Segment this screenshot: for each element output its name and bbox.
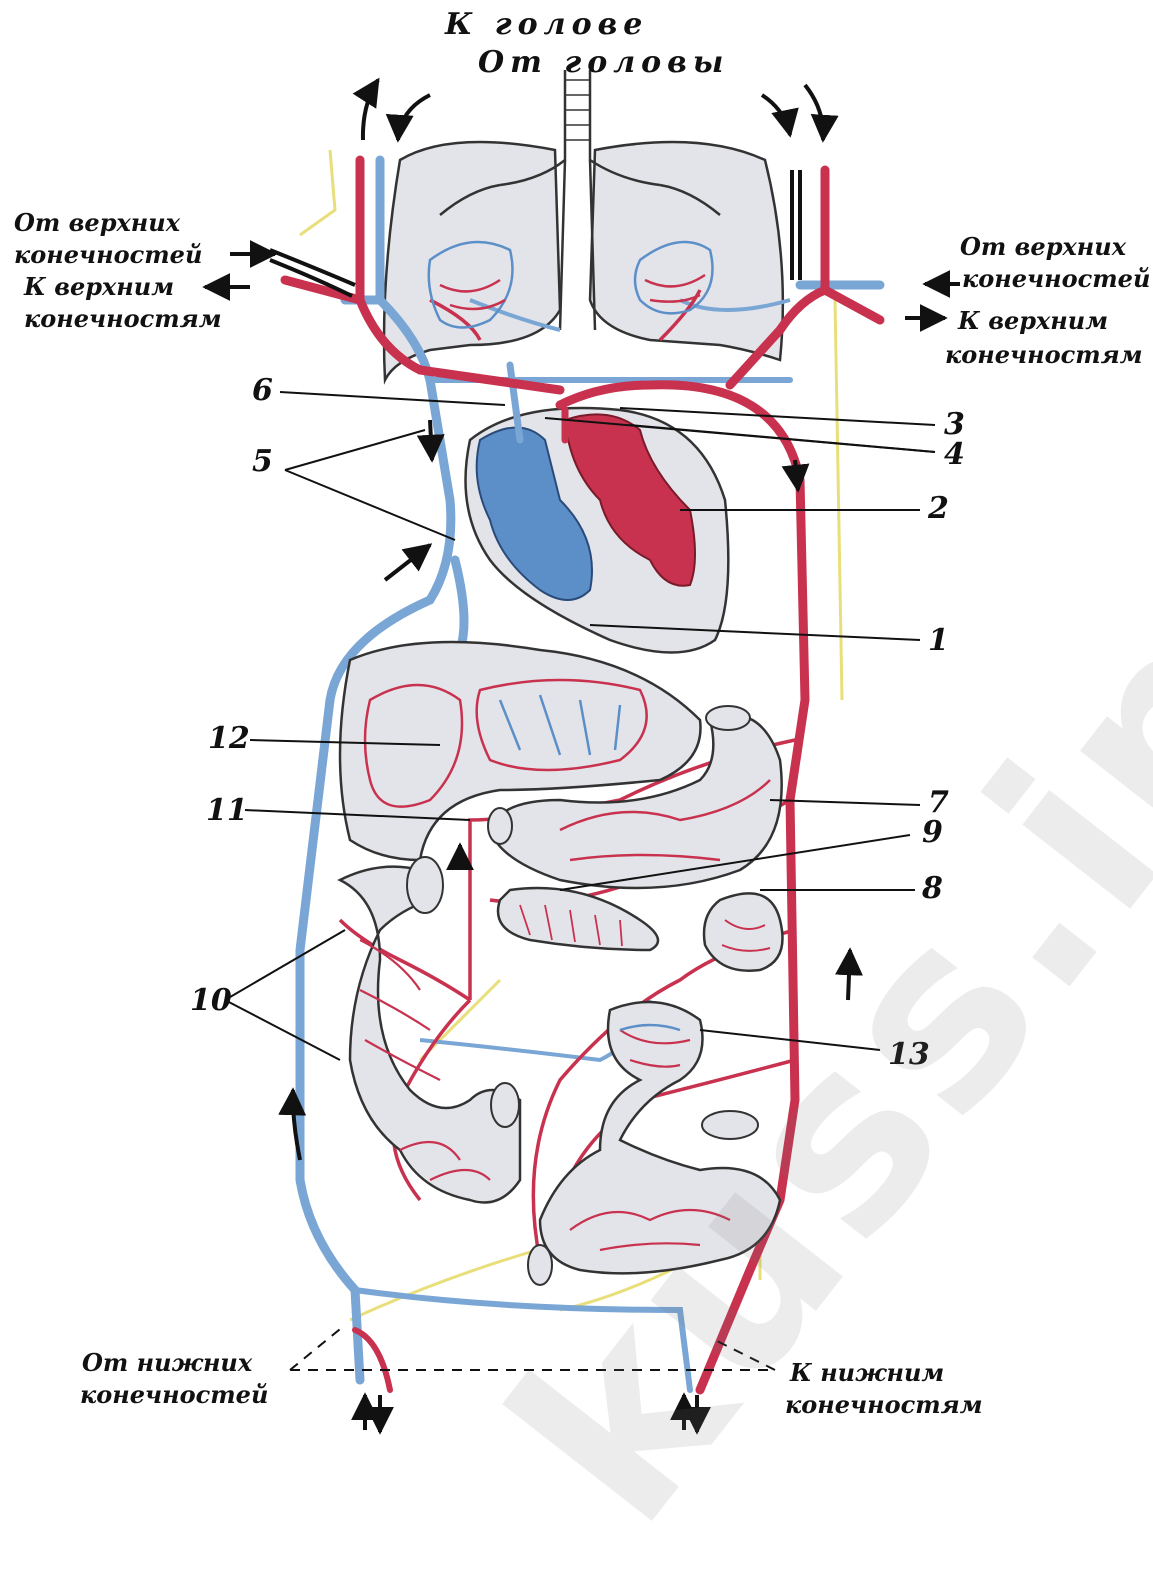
stomach-opening — [706, 706, 750, 730]
number-1: 1 — [928, 626, 949, 656]
label-to-head: К голове — [445, 10, 648, 40]
label-from-lower-2: конечностей — [80, 1380, 268, 1409]
flow-arrow-vein-down — [430, 420, 432, 460]
number-3: 3 — [944, 410, 965, 440]
leader-10a — [225, 930, 345, 1000]
label-right-from-upper-1: От верхних — [960, 232, 1126, 261]
number-5: 5 — [252, 447, 273, 477]
leader-10b — [225, 1000, 340, 1060]
number-4: 4 — [944, 440, 965, 470]
number-10: 10 — [190, 986, 232, 1016]
flow-arrow-up-left — [363, 80, 378, 140]
label-from-head: От головы — [478, 48, 729, 78]
number-8: 8 — [922, 874, 943, 904]
flow-arrow-right-up — [848, 950, 850, 1000]
duodenum-opening — [488, 808, 512, 844]
flow-arrow-down-right — [762, 95, 790, 135]
number-7: 7 — [928, 788, 949, 818]
leader-6 — [280, 392, 505, 405]
number-6: 6 — [252, 376, 273, 406]
leader-5a — [285, 430, 425, 470]
flow-arrow-right-outer — [805, 85, 823, 140]
heart — [466, 408, 729, 653]
large-intestine — [340, 867, 520, 1203]
number-9: 9 — [922, 818, 943, 848]
label-right-to-upper-2: конечностям — [945, 340, 1143, 369]
number-13: 13 — [888, 1040, 930, 1070]
label-left-to-upper-1: К верхним — [24, 272, 174, 301]
circulation-diagram: К голове От головы От верхних конечносте… — [0, 0, 1153, 1437]
number-12: 12 — [208, 724, 250, 754]
label-left-to-upper-2: конечностям — [24, 304, 222, 333]
lungs — [384, 142, 783, 380]
colon-opening-right — [491, 1083, 519, 1127]
label-from-lower-1: От нижних — [82, 1348, 252, 1377]
pancreas — [498, 888, 658, 950]
label-left-from-upper-2: конечностей — [14, 240, 202, 269]
label-right-from-upper-2: конечностей — [962, 264, 1150, 293]
label-right-to-upper-1: К верхним — [958, 306, 1108, 335]
colon-opening-top — [407, 857, 443, 913]
small-intestine-opening — [702, 1111, 758, 1139]
label-left-from-upper-1: От верхних — [14, 208, 180, 237]
flow-arrow-to-heart — [385, 545, 430, 580]
rectum-opening — [528, 1245, 552, 1285]
label-to-lower-1: К нижним — [790, 1358, 944, 1387]
number-2: 2 — [928, 494, 949, 524]
spleen — [704, 893, 783, 970]
label-to-lower-2: конечностям — [785, 1390, 983, 1419]
leader-5b — [285, 470, 455, 540]
flow-arrow-down-left — [398, 95, 430, 140]
number-11: 11 — [206, 796, 248, 826]
